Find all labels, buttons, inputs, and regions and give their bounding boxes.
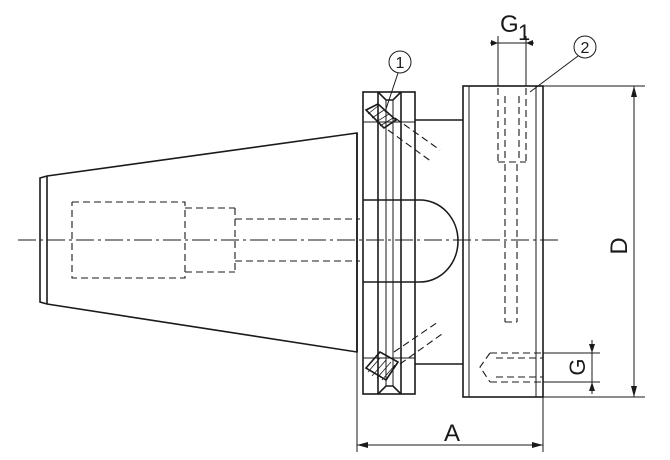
label-a: A <box>444 420 460 447</box>
label-g: G <box>565 358 590 375</box>
label-g1-subscript: 1 <box>518 20 530 45</box>
dimension-d: D <box>543 85 645 398</box>
pilot-shank <box>363 199 459 283</box>
internal-bore-hidden <box>71 201 360 279</box>
dimension-g1: G 1 <box>490 11 534 86</box>
notch-bottom <box>364 321 443 382</box>
head-body <box>462 85 544 398</box>
label-d: D <box>606 237 633 254</box>
notch-top <box>364 103 441 163</box>
key-screw <box>479 352 543 383</box>
neck <box>415 119 463 365</box>
callout-1-number: 1 <box>396 55 405 72</box>
label-g1: G <box>500 11 519 38</box>
dimension-a: A <box>356 352 544 452</box>
callout-2: 2 <box>529 35 597 93</box>
dimension-g: G <box>543 340 600 394</box>
callout-2-number: 2 <box>581 40 590 57</box>
taper-cone <box>39 132 358 353</box>
callout-1: 1 <box>384 50 412 113</box>
flange <box>362 91 416 395</box>
